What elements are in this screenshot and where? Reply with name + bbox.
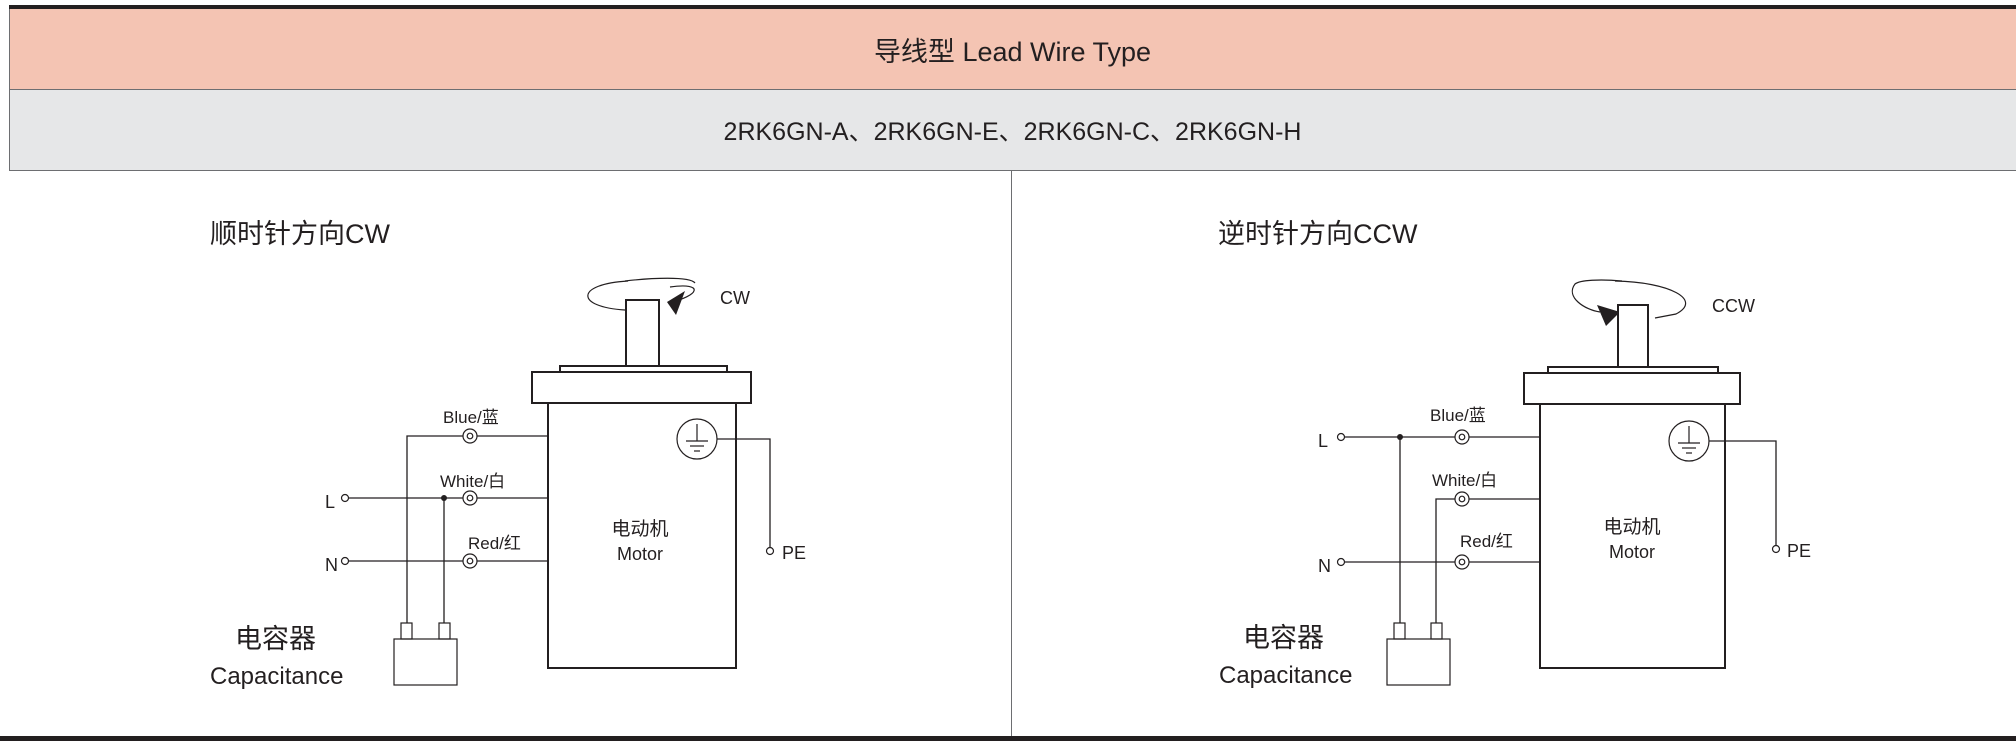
cw-red-label: Red/红	[468, 534, 521, 553]
cw-rotation-arrow-icon	[587, 277, 696, 315]
header-divider	[9, 89, 2016, 90]
ccw-flange	[1523, 372, 1741, 405]
model-bar: 2RK6GN-A、2RK6GN-E、2RK6GN-C、2RK6GN-H	[9, 90, 2016, 170]
cw-shaft	[625, 299, 660, 367]
ccw-blue-label: Blue/蓝	[1430, 406, 1486, 425]
cw-rotation-label: CW	[720, 288, 750, 308]
cw-pe-label: PE	[782, 543, 806, 563]
subheader-divider	[9, 170, 2016, 171]
cw-motor-body	[547, 402, 737, 669]
cw-panel: 顺时针方向CW CW 电动机 Motor PE Blue/蓝	[210, 219, 806, 690]
top-rule	[9, 5, 2016, 9]
panel-divider	[1011, 171, 1012, 736]
cw-blue-label: Blue/蓝	[443, 408, 499, 427]
page-header: 导线型 Lead Wire Type	[9, 9, 2016, 90]
cw-white-label: White/白	[440, 472, 505, 491]
ccw-pe-label: PE	[1787, 541, 1811, 561]
header-title: 导线型 Lead Wire Type	[873, 37, 1152, 67]
ccw-rotation-arrow-icon	[1571, 279, 1687, 326]
ccw-white-label: White/白	[1432, 471, 1497, 490]
ccw-cap-cn: 电容器	[1243, 623, 1324, 653]
ccw-motor-cn: 电动机	[1603, 516, 1660, 538]
cw-cap-cn: 电容器	[235, 624, 316, 654]
cw-motor-en: Motor	[617, 544, 663, 564]
ccw-shaft	[1617, 304, 1649, 368]
cw-capacitor-icon	[393, 622, 458, 686]
model-list: 2RK6GN-A、2RK6GN-E、2RK6GN-C、2RK6GN-H	[723, 118, 1302, 146]
ccw-red-label: Red/红	[1460, 532, 1513, 551]
cw-line-label: L	[325, 492, 335, 512]
cw-motor-cn: 电动机	[611, 518, 668, 540]
ccw-motor-en: Motor	[1609, 542, 1655, 562]
ccw-capacitor-icon	[1386, 622, 1451, 686]
cw-title: 顺时针方向CW	[210, 219, 390, 249]
ccw-panel: 逆时针方向CCW CCW 电动机 Motor PE Blue/蓝 White/白	[1218, 219, 1811, 689]
left-border	[9, 9, 10, 170]
cw-flange	[531, 371, 752, 404]
ccw-neutral-label: N	[1318, 556, 1331, 576]
bottom-rule	[0, 736, 2016, 741]
ccw-title: 逆时针方向CCW	[1218, 219, 1418, 249]
ccw-rotation-label: CCW	[1712, 296, 1755, 316]
ccw-cap-en: Capacitance	[1219, 662, 1352, 689]
cw-neutral-label: N	[325, 555, 338, 575]
cw-cap-en: Capacitance	[210, 663, 343, 690]
ccw-line-label: L	[1318, 431, 1328, 451]
